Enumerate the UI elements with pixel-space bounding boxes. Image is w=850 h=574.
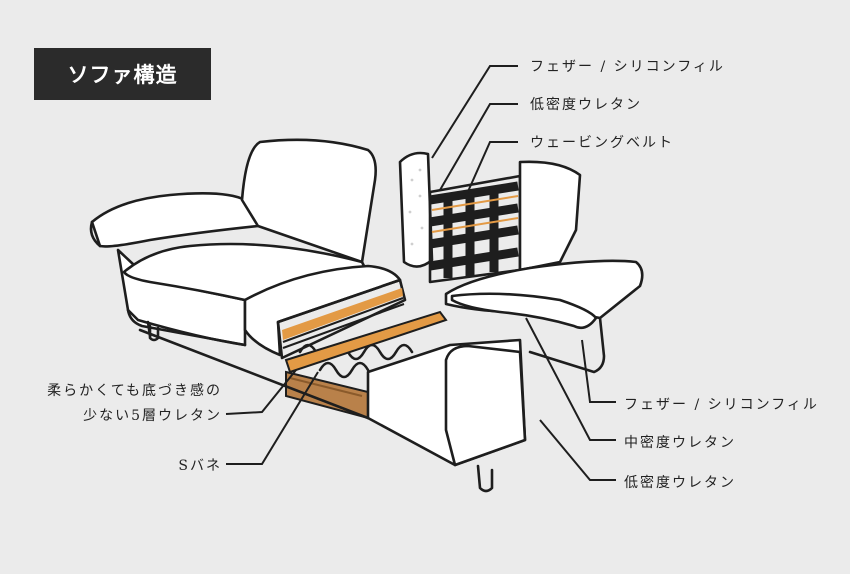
back-webbing-belt <box>398 151 522 284</box>
back-cushion-right <box>518 160 582 272</box>
label-webbing-belt: ウェービングベルト <box>530 135 674 151</box>
label-arm-mid-density: 中密度ウレタン <box>624 435 736 451</box>
label-seat-layers-line1: 柔らかくても底づき感の <box>47 383 222 399</box>
page-title: ソファ構造 <box>34 48 211 100</box>
seat-cushion-left <box>122 242 402 357</box>
right-armrest <box>444 259 644 467</box>
left-armrest <box>89 192 260 347</box>
leader-lines <box>225 65 616 481</box>
label-s-spring: Sバネ <box>178 458 222 474</box>
label-back-feather: フェザー / シリコンフィル <box>530 59 725 75</box>
label-back-low-density: 低密度ウレタン <box>530 97 642 113</box>
seat-cutaway-layers <box>276 278 448 420</box>
back-cushion-left <box>240 138 377 264</box>
label-arm-low-density: 低密度ウレタン <box>624 475 736 491</box>
label-arm-feather: フェザー / シリコンフィル <box>624 397 819 413</box>
label-seat-layers-line2: 少ない5層ウレタン <box>83 408 222 424</box>
